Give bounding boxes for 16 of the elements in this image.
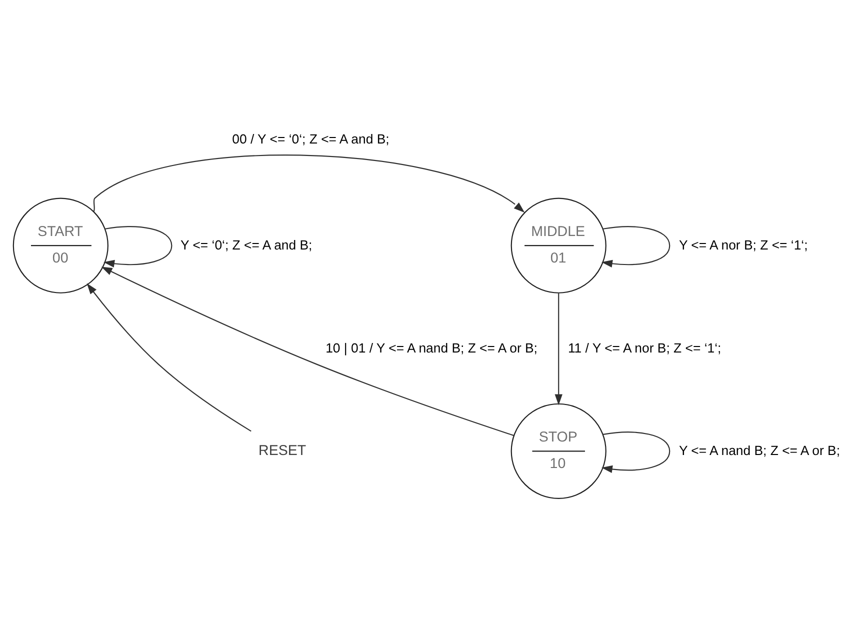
edge-label: 10 | 01 / Y <= A nand B; Z <= A or B; <box>325 340 537 356</box>
arrow <box>92 154 524 213</box>
edge-label: 11 / Y <= A nor B; Z <= ‘1‘; <box>567 340 721 356</box>
arrow <box>554 293 562 406</box>
arrow <box>102 226 172 268</box>
arrow <box>100 266 514 436</box>
arrow <box>86 283 251 432</box>
node-circle: MIDDLE 01 <box>510 198 606 294</box>
edge-label: Y <= ‘0‘; Z <= A and B; <box>180 238 312 253</box>
edge-label: 00 / Y <= ‘0‘; Z <= A and B; <box>232 131 389 146</box>
edge-label: Y <= A nor B; Z <= ‘1‘; <box>678 238 808 253</box>
arrow <box>600 226 670 268</box>
edge-label: Y <= A nand B; Z <= A or B; <box>678 443 840 458</box>
node-circle: STOP 10 <box>510 403 606 499</box>
arrow <box>600 432 670 474</box>
node-text: RESET <box>258 442 306 459</box>
